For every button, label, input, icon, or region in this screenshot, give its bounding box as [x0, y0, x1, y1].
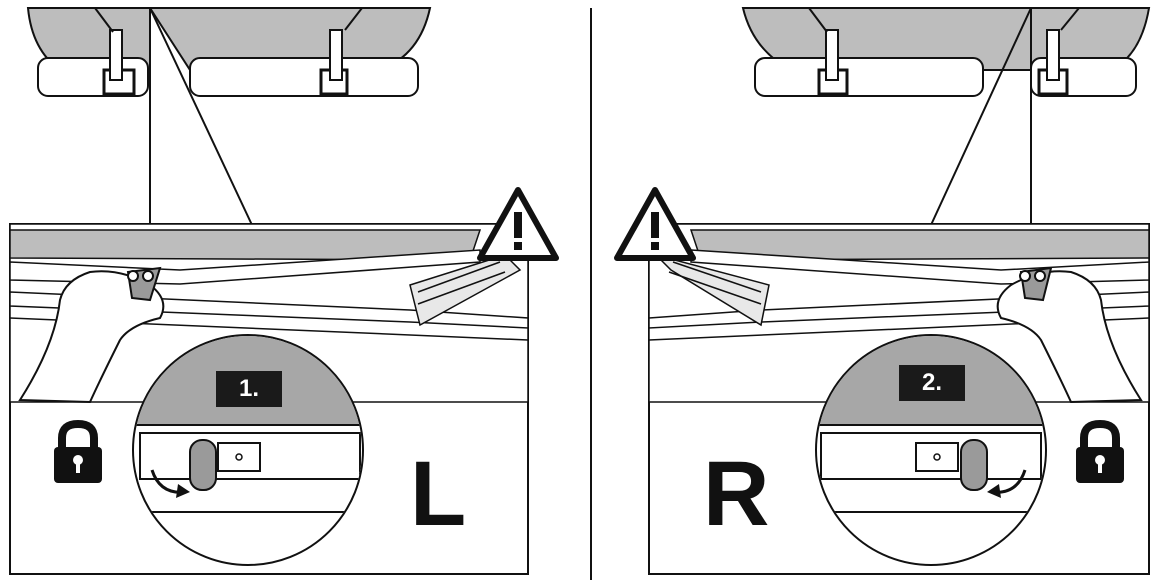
warning-icon [477, 187, 559, 261]
hand-icon [18, 266, 165, 404]
left-illustration [9, 7, 559, 575]
top-canopy-left [26, 7, 432, 226]
latch-lever [960, 439, 988, 491]
side-letter: L [410, 443, 467, 545]
panel-divider [590, 8, 592, 580]
magnifier-right [815, 334, 1047, 566]
padlock-icon [1076, 419, 1124, 483]
right-illustration [614, 7, 1151, 575]
left-panel: 1. L [9, 7, 559, 575]
warning-icon [614, 187, 696, 261]
magnifier-left [132, 334, 364, 566]
latch-lever [189, 439, 217, 491]
step-badge: 2. [899, 365, 965, 401]
step-badge: 1. [216, 371, 282, 407]
padlock-icon [54, 419, 102, 483]
hand-icon [996, 266, 1143, 404]
top-canopy-right [741, 7, 1151, 226]
right-panel: 2. R [581, 0, 1162, 585]
side-letter: R [703, 443, 770, 545]
